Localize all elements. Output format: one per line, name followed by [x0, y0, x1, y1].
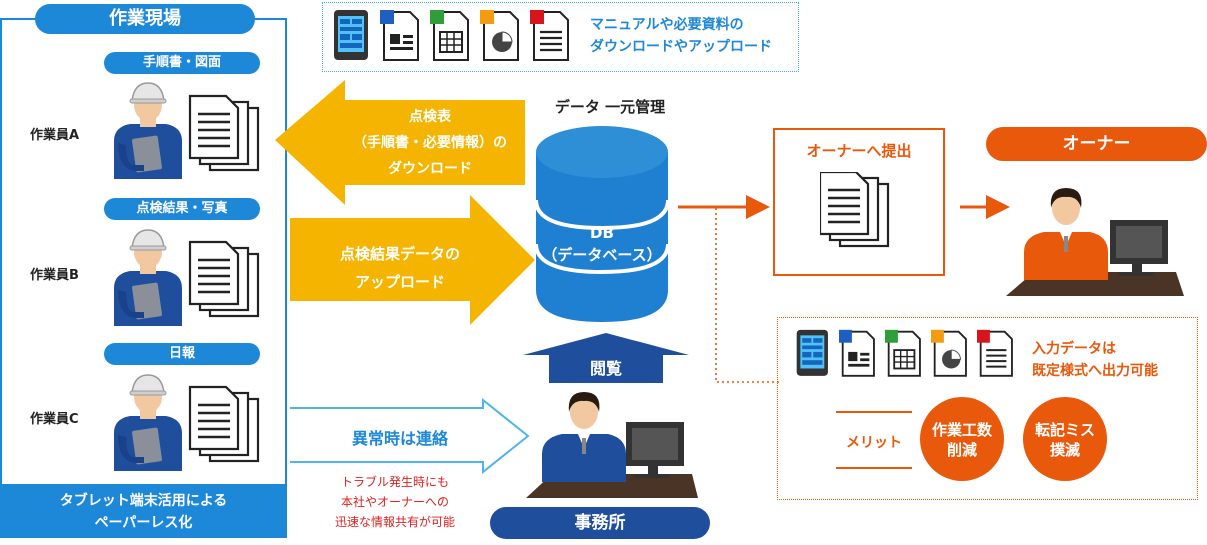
submit-document-icon	[820, 172, 890, 248]
worker-a-label: 作業員A	[30, 128, 80, 143]
db-line2: （データベース）	[542, 246, 662, 264]
trouble-line1: トラブル発生時にも	[340, 475, 449, 489]
download-arrow	[275, 80, 525, 205]
doc-label-inspection: 点検結果・写真	[104, 198, 260, 220]
worker-b-label: 作業員B	[30, 268, 79, 283]
to-submit-arrow	[678, 195, 770, 219]
submit-box	[773, 128, 945, 276]
merit-label: メリット	[846, 435, 902, 451]
view-arrow-label: 閲覧	[589, 359, 622, 378]
site-footer	[0, 484, 287, 538]
download-line1: 点検表	[409, 109, 451, 125]
flow-arrows	[275, 80, 535, 325]
office-worker-illustration	[526, 392, 698, 498]
site-footer-line2: ペーパーレス化	[94, 515, 193, 531]
owner-illustration	[1006, 188, 1184, 296]
document-file-icon	[530, 10, 569, 61]
site-title: 作業現場	[35, 4, 255, 34]
database-icon	[534, 126, 670, 322]
merit1-line2: 削減	[946, 441, 977, 459]
file-icons-output	[796, 329, 1013, 377]
top-callout-line1: マニュアルや必要資料の	[590, 17, 744, 33]
db-heading: データ 一元管理	[554, 98, 666, 116]
site-illustrations	[113, 82, 260, 472]
id-card-file-icon	[380, 10, 419, 61]
merit1-line1: 作業工数	[931, 421, 992, 439]
top-callout-text: マニュアルや必要資料の ダウンロードやアップロード	[590, 14, 772, 58]
download-line3: ダウンロード	[388, 161, 472, 177]
office-label: 事務所	[490, 507, 710, 539]
merit-rule-top	[836, 411, 912, 413]
output-box	[777, 317, 1198, 500]
worker-c-label: 作業員C	[30, 412, 79, 427]
merit2-line2: 撲滅	[1049, 441, 1080, 459]
download-arrow-text: 点検表 （手順書・必要情報）の ダウンロード	[330, 104, 530, 182]
doc-label-manual: 手順書・図面	[104, 52, 260, 74]
db-line1: DB	[590, 224, 614, 242]
presentation-file-icon	[480, 10, 519, 61]
submit-box-label: オーナーへ提出	[806, 142, 912, 160]
upload-arrow-text: 点検結果データの アップロード	[300, 240, 500, 296]
spreadsheet-file-icon	[430, 10, 469, 61]
output-box-text: 入力データは 既定様式へ出力可能	[1032, 338, 1158, 382]
db-text: DB （データベース）	[540, 222, 664, 266]
merit-errors-text: 転記ミス 撲滅	[1023, 420, 1107, 460]
trouble-note: トラブル発生時にも 本社やオーナーへの 迅速な情報共有が可能	[295, 472, 495, 532]
view-arrow	[523, 333, 689, 383]
to-output-dotted-line	[715, 208, 780, 383]
upload-line1: 点検結果データの	[339, 245, 460, 263]
site-footer-line1: タブレット端末活用による	[59, 493, 228, 509]
upload-arrow	[290, 195, 535, 325]
upload-line2: アップロード	[354, 273, 445, 291]
merit-workload-text: 作業工数 削減	[920, 420, 1004, 460]
merit2-line1: 転記ミス	[1034, 421, 1095, 439]
trouble-line2: 本社やオーナーへの	[340, 495, 449, 509]
merit-circle-errors	[1023, 397, 1107, 481]
top-callout-box	[322, 2, 799, 72]
top-callout-line2: ダウンロードやアップロード	[590, 39, 772, 55]
contact-arrow-label: 異常時は連絡	[351, 429, 448, 448]
doc-label-daily-report: 日報	[104, 343, 260, 365]
output-line2: 既定様式へ出力可能	[1032, 363, 1158, 379]
contact-arrow	[290, 398, 530, 474]
download-line2: （手順書・必要情報）の	[353, 135, 507, 151]
trouble-line3: 迅速な情報共有が可能	[334, 515, 455, 529]
file-icons-top	[334, 10, 569, 61]
merit-rule-bottom	[836, 467, 912, 469]
owner-label: オーナー	[986, 127, 1207, 161]
to-owner-arrow	[960, 195, 1010, 219]
output-line1: 入力データは	[1032, 341, 1116, 357]
merit-circle-workload	[920, 397, 1004, 481]
